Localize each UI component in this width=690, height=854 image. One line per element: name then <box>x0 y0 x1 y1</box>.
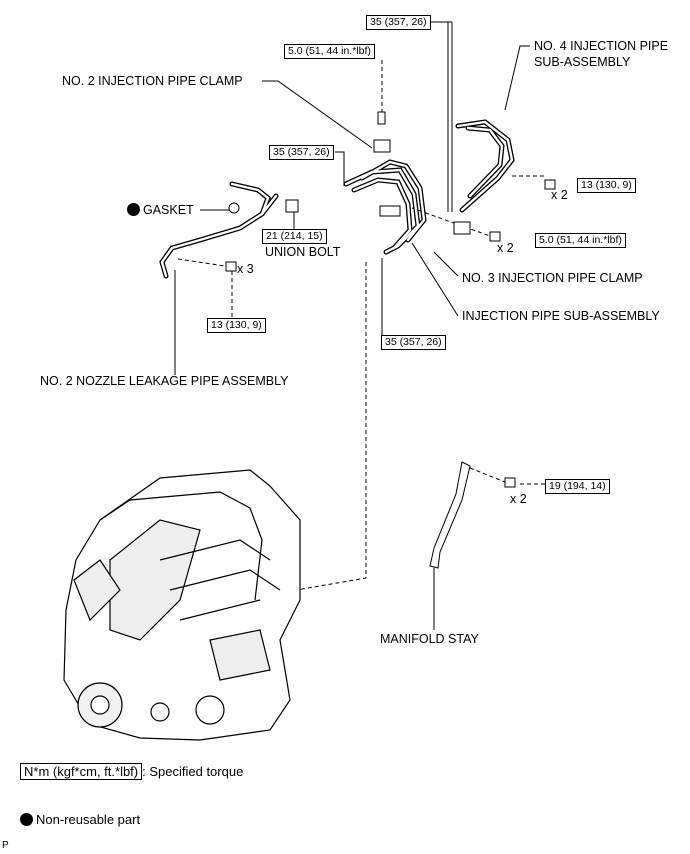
dashed-line <box>469 467 506 483</box>
injection-pipe-label: INJECTION PIPE SUB-ASSEMBLY <box>462 309 660 323</box>
gasket-label: GASKET <box>127 203 194 218</box>
gasket <box>228 202 240 214</box>
torque-box-union: 21 (214, 15) <box>262 229 327 244</box>
nonreusable-legend-dot-icon <box>20 813 33 826</box>
dashed-line <box>177 258 226 267</box>
torque-box-stay: 19 (194, 14) <box>545 479 610 494</box>
engine-assembly <box>63 469 301 741</box>
union-bolt-label: UNION BOLT <box>265 245 341 259</box>
multiplier-stay: x 2 <box>510 492 527 506</box>
pipe-clamp <box>379 205 401 217</box>
manifold-stay <box>429 461 471 569</box>
torque-legend: N*m (kgf*cm, ft.*lbf): Specified torque <box>20 763 244 780</box>
no4-bolt <box>544 179 556 190</box>
multiplier-leakage: x 3 <box>237 262 254 276</box>
torque-box-no4: 13 (130, 9) <box>577 178 636 193</box>
multiplier-no4: x 2 <box>551 188 568 202</box>
corner-mark: P <box>2 840 9 851</box>
leakage-bolt <box>225 261 237 272</box>
leader-line <box>335 151 345 186</box>
multiplier-clamp3: x 2 <box>497 241 514 255</box>
clamp3-bolt <box>489 231 501 242</box>
no4-pipe-label-2: SUB-ASSEMBLY <box>534 55 631 69</box>
no4-injection-pipe <box>455 119 515 213</box>
clamp-bolt <box>377 111 386 125</box>
gasket-label-text: GASKET <box>143 203 194 217</box>
torque-box-bottom: 35 (357, 26) <box>381 335 446 350</box>
no2-clamp <box>373 139 391 153</box>
leader-line <box>411 242 459 317</box>
leader-line <box>262 80 373 149</box>
stay-bolt <box>504 477 516 488</box>
torque-box-top: 35 (357, 26) <box>366 15 431 30</box>
torque-box-pipe-left: 35 (357, 26) <box>269 145 334 160</box>
torque-box-clamp2: 5.0 (51, 44 in.*lbf) <box>284 44 375 59</box>
nonreusable-dot-icon <box>127 203 140 216</box>
torque-legend-box: N*m (kgf*cm, ft.*lbf) <box>20 763 143 780</box>
manifold-stay-label: MANIFOLD STAY <box>380 632 479 646</box>
no2-clamp-label: NO. 2 INJECTION PIPE CLAMP <box>62 74 243 88</box>
no3-clamp-label: NO. 3 INJECTION PIPE CLAMP <box>462 271 643 285</box>
leakage-pipe-label: NO. 2 NOZZLE LEAKAGE PIPE ASSEMBLY <box>40 374 289 388</box>
no4-pipe-label-1: NO. 4 INJECTION PIPE <box>534 39 669 53</box>
leader-line <box>433 251 459 277</box>
union-bolt <box>285 199 299 213</box>
leader-line <box>504 45 530 111</box>
nonreusable-legend-text: Non-reusable part <box>36 812 141 827</box>
torque-box-leakage: 13 (130, 9) <box>207 318 266 333</box>
torque-box-clamp3: 5.0 (51, 44 in.*lbf) <box>535 233 626 248</box>
torque-legend-text: : Specified torque <box>142 764 244 779</box>
nonreusable-legend: Non-reusable part <box>20 812 140 827</box>
no3-clamp <box>453 221 471 235</box>
